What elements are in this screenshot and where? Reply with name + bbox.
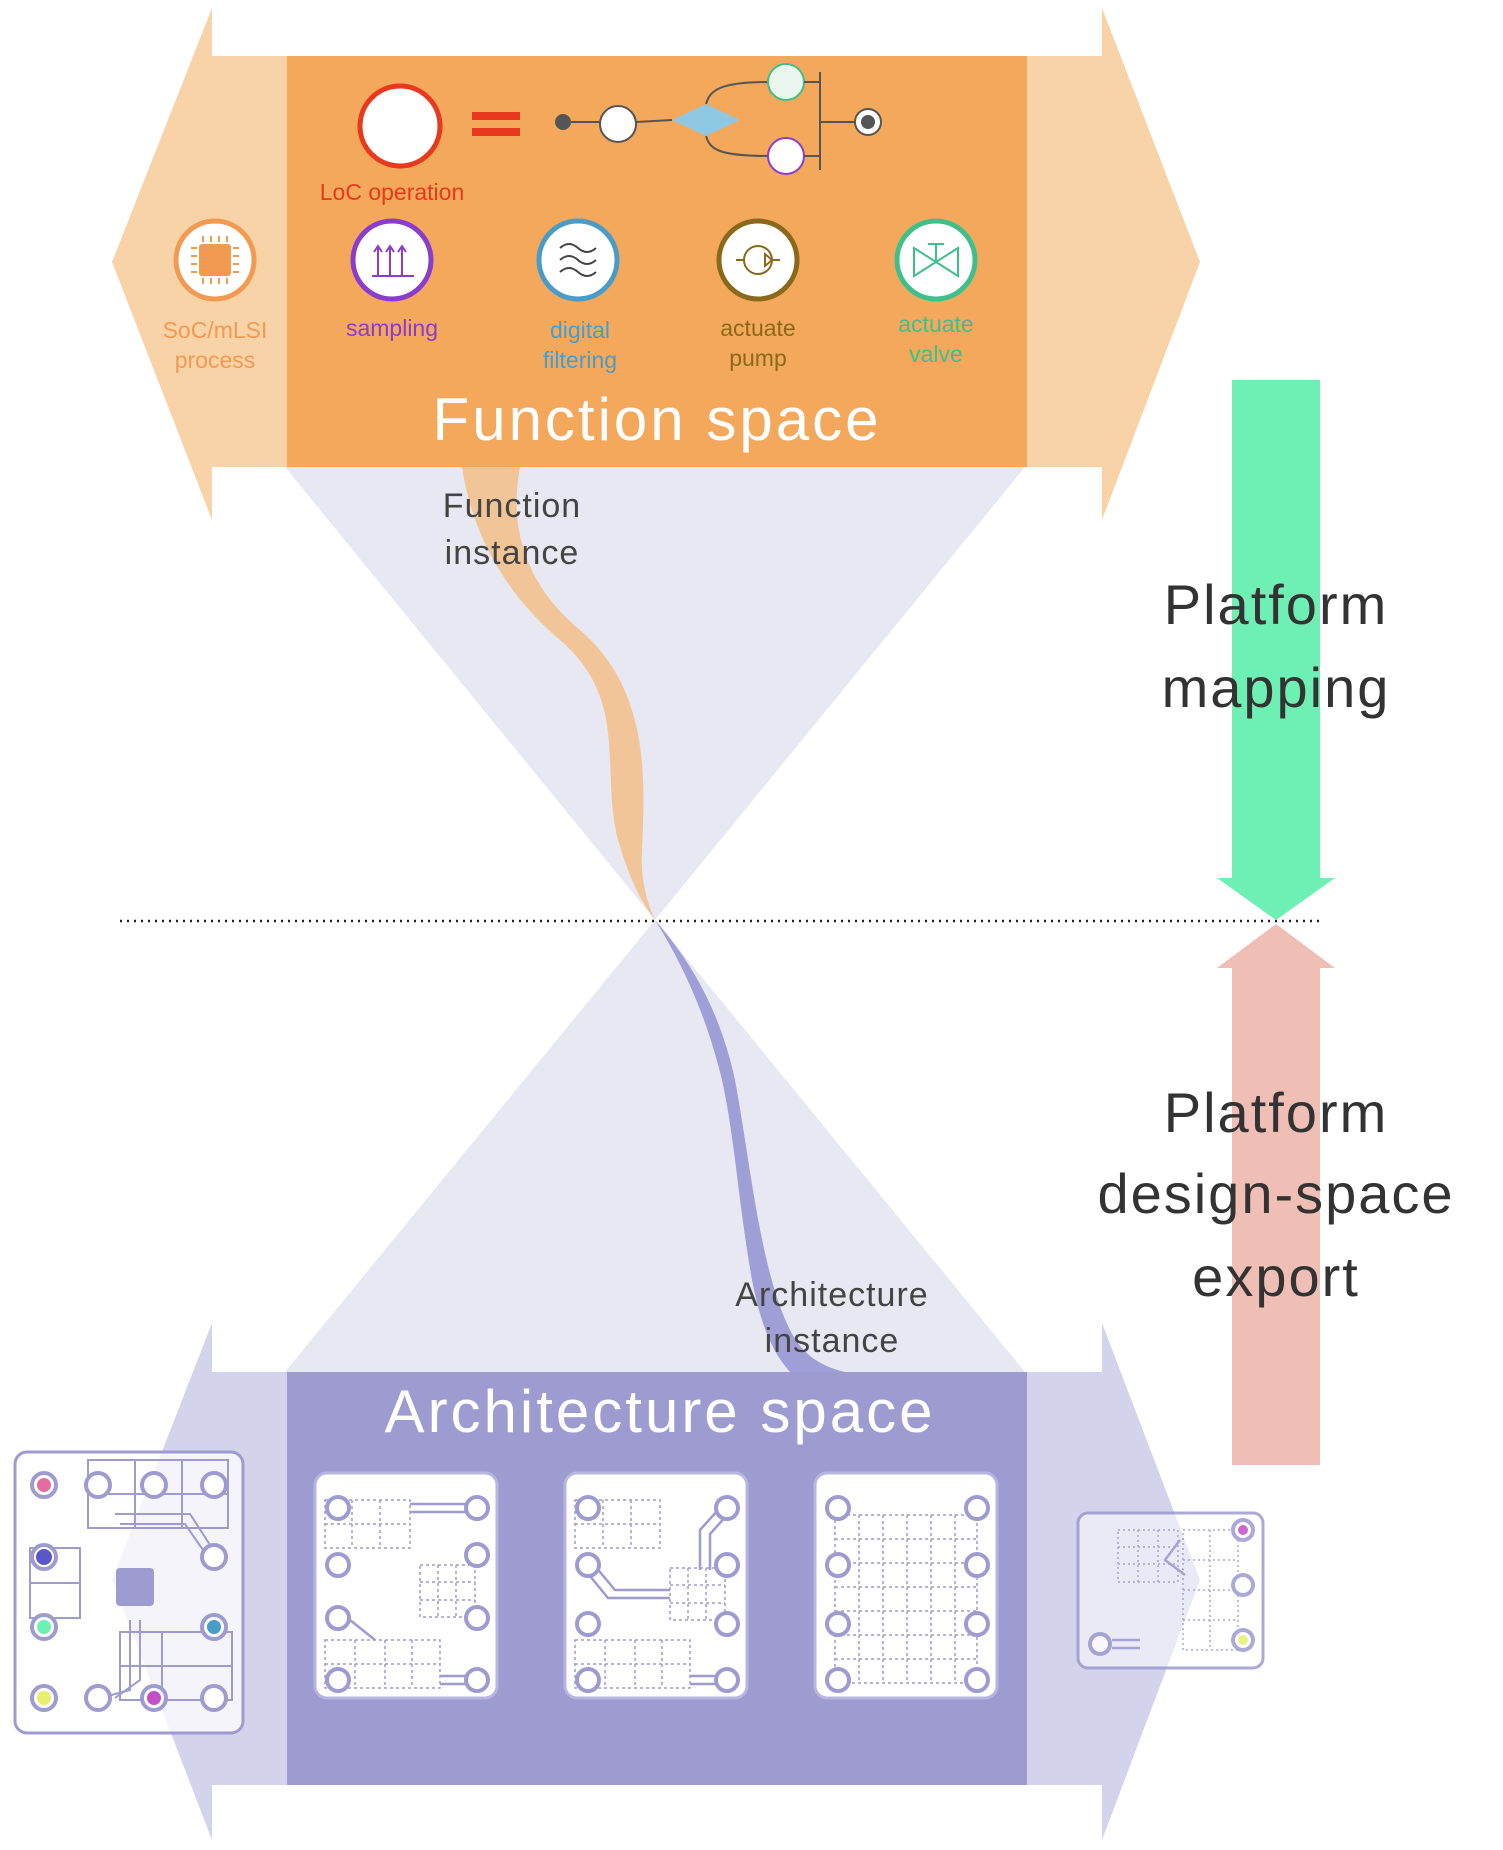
function-instance-label: Function xyxy=(443,487,581,525)
architecture-instance-label: instance xyxy=(765,1322,900,1360)
architecture-board-2 xyxy=(563,1471,749,1700)
flow-start-node xyxy=(555,114,571,130)
platform-export-label: export xyxy=(1192,1245,1360,1308)
flow-node-top xyxy=(767,63,805,101)
process-label: valve xyxy=(909,341,963,367)
platform-export-label: design-space xyxy=(1097,1162,1454,1225)
function-instance-label: instance xyxy=(445,534,580,572)
function-instance-ribbon xyxy=(462,467,655,920)
platform-mapping-label: Platform xyxy=(1164,573,1389,636)
process-label: digital xyxy=(550,317,610,343)
architecture-board-left xyxy=(13,1450,245,1735)
architecture-board-right xyxy=(1076,1511,1265,1670)
sampling-icon xyxy=(350,218,434,302)
platform-export-label: Platform xyxy=(1164,1081,1389,1144)
architecture-instance-label: Architecture xyxy=(735,1276,928,1314)
process-sampling: sampling xyxy=(346,218,438,341)
process-label: filtering xyxy=(543,347,617,373)
process-label: SoC/mLSI xyxy=(163,317,268,343)
flow-node xyxy=(599,105,637,143)
process-label: pump xyxy=(729,345,787,371)
process-soc-mlsi: SoC/mLSI process xyxy=(163,218,268,373)
architecture-space-title: Architecture space xyxy=(385,1378,936,1445)
process-digital-filtering: digital filtering xyxy=(536,218,620,373)
loc-operation-flow-graph xyxy=(555,63,882,175)
process-actuate-valve: actuate valve xyxy=(894,218,978,367)
loc-operation-circle xyxy=(357,83,443,169)
process-label: sampling xyxy=(346,315,438,341)
process-label: process xyxy=(175,347,256,373)
flow-decision-diamond xyxy=(672,104,740,136)
function-cone xyxy=(285,467,1025,920)
platform-mapping-label: mapping xyxy=(1162,656,1391,719)
architecture-cone xyxy=(285,920,1025,1372)
chip-icon xyxy=(116,1568,154,1606)
architecture-board-3 xyxy=(813,1471,999,1700)
architecture-board-1 xyxy=(313,1471,499,1700)
platform-mapping-arrow xyxy=(1217,380,1335,920)
process-actuate-pump: actuate pump xyxy=(716,218,800,371)
process-label: actuate xyxy=(720,315,795,341)
flow-node-bottom xyxy=(767,137,805,175)
equals-icon xyxy=(472,112,520,136)
loc-operation-label: LoC operation xyxy=(320,179,465,205)
platform-export-arrow xyxy=(1217,924,1335,1465)
function-space-title: Function space xyxy=(433,386,882,453)
process-label: actuate xyxy=(898,311,973,337)
